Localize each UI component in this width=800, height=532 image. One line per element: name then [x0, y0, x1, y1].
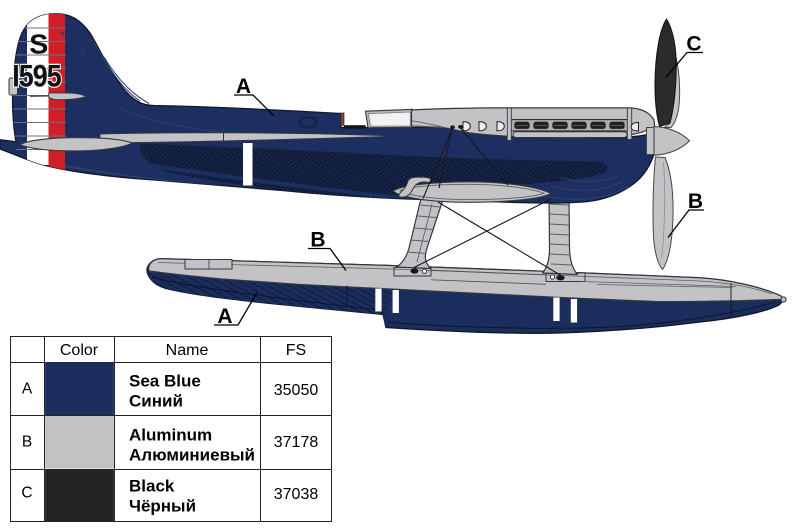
- svg-text:C: C: [686, 33, 701, 56]
- svg-text:A: A: [217, 305, 232, 328]
- svg-text:A: A: [236, 75, 251, 98]
- svg-text:B: B: [688, 190, 703, 213]
- svg-text:I595: I595: [12, 58, 61, 94]
- svg-text:B: B: [310, 229, 325, 252]
- svg-text:S: S: [29, 28, 48, 60]
